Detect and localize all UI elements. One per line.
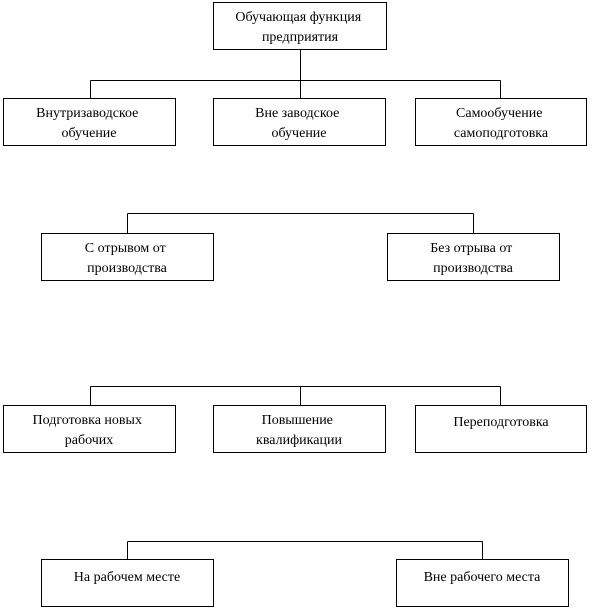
node-root-line-1: Обучающая функция (235, 10, 361, 25)
connector-group-2 (127, 213, 474, 233)
node-external-line-2: обучение (271, 126, 326, 141)
node-external-training: Вне заводское обучение (213, 98, 386, 146)
node-off-job: С отрывом от производства (41, 233, 214, 281)
svg-text:Обучающая функция предпр: Обучающая функция предприятия (235, 10, 364, 45)
connector-group-1 (90, 50, 501, 98)
node-at-workplace: На рабочем месте (41, 559, 214, 607)
node-new-workers-line-2: рабочих (65, 433, 114, 448)
node-new-workers-line-1: Подготовка новых (33, 413, 142, 428)
svg-text:На рабочем месте: На рабочем месте (74, 570, 180, 585)
node-on-job-line-1: Без отрыва от (430, 241, 512, 256)
node-retraining: Переподготовка (415, 405, 587, 453)
svg-text:С отрывом от производств: С отрывом от производства (85, 241, 169, 276)
node-root-line-2: предприятия (262, 30, 339, 45)
node-retraining-line-1: Переподготовка (453, 415, 549, 430)
node-at-workplace-line-1: На рабочем месте (74, 570, 180, 585)
node-qualification-line-2: квалификации (256, 433, 342, 448)
svg-text:Внутризаводское обучение: Внутризаводское обучение (36, 106, 142, 141)
node-self-line-1: Самообучение (456, 106, 542, 121)
node-inhouse-line-1: Внутризаводское (36, 106, 138, 121)
node-self-training: Самообучение самоподготовка (415, 98, 587, 146)
svg-text:Вне рабочего места: Вне рабочего места (424, 570, 542, 585)
svg-text:Без отрыва от производст: Без отрыва от производства (430, 241, 516, 276)
node-off-job-line-1: С отрывом от (85, 241, 166, 256)
node-qualification-line-1: Повышение (262, 413, 333, 428)
node-on-job-line-2: производства (433, 261, 514, 276)
node-on-job: Без отрыва от производства (387, 233, 560, 281)
node-new-workers: Подготовка новых рабочих (3, 405, 176, 453)
node-qualification: Повышение квалификации (213, 405, 386, 453)
node-off-job-line-2: производства (87, 261, 168, 276)
node-external-line-1: Вне заводское (255, 106, 339, 121)
svg-text:Переподготовка: Переподготовка (453, 415, 549, 430)
node-inhouse-training: Внутризаводское обучение (3, 98, 176, 146)
node-inhouse-line-2: обучение (61, 126, 116, 141)
svg-text:Подготовка новых рабочих: Подготовка новых рабочих (33, 413, 146, 448)
svg-text:Вне заводское обучение: Вне заводское обучение (255, 106, 343, 141)
node-root: Обучающая функция предприятия (213, 2, 387, 50)
connector-group-4 (127, 541, 483, 559)
node-outside-workplace-line-1: Вне рабочего места (424, 570, 542, 585)
node-outside-workplace: Вне рабочего места (396, 559, 569, 607)
svg-text:Самообучение самоподгото: Самообучение самоподготовка (454, 106, 549, 141)
node-self-line-2: самоподготовка (454, 126, 549, 141)
connector-group-3 (90, 386, 501, 405)
svg-text:Повышение квалификации: Повышение квалификации (256, 413, 342, 448)
